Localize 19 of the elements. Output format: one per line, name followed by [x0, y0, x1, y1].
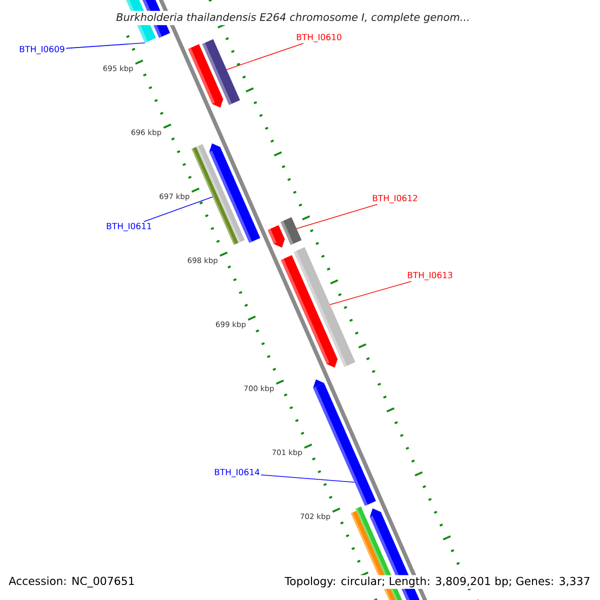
gene-feature — [202, 39, 240, 105]
footer-text: Topology: circular; Length: 3,809,201 bp; Genes: 3,337 — [283, 575, 592, 589]
gene-label: BTH_I0614 — [214, 468, 260, 478]
gene-label: BTH_I0611 — [106, 222, 152, 232]
leader-line — [296, 204, 378, 230]
leader-line — [66, 42, 146, 49]
gene-feature — [313, 379, 376, 506]
gene-label: BTH_I0613 — [408, 272, 452, 280]
gene-label: BTH_I0609 — [20, 46, 64, 54]
leader-line — [143, 196, 214, 222]
footer-text: Accession: NC_007651 — [7, 575, 136, 589]
leader-line — [226, 42, 304, 70]
leader-line — [330, 280, 412, 305]
leader-line — [260, 474, 356, 483]
gene-feature — [294, 247, 356, 367]
gene-feature — [280, 217, 302, 245]
gene-feature — [192, 146, 238, 245]
gene-label: BTH_I0612 — [372, 194, 418, 204]
gene-label: BTH_I0610 — [296, 34, 342, 42]
